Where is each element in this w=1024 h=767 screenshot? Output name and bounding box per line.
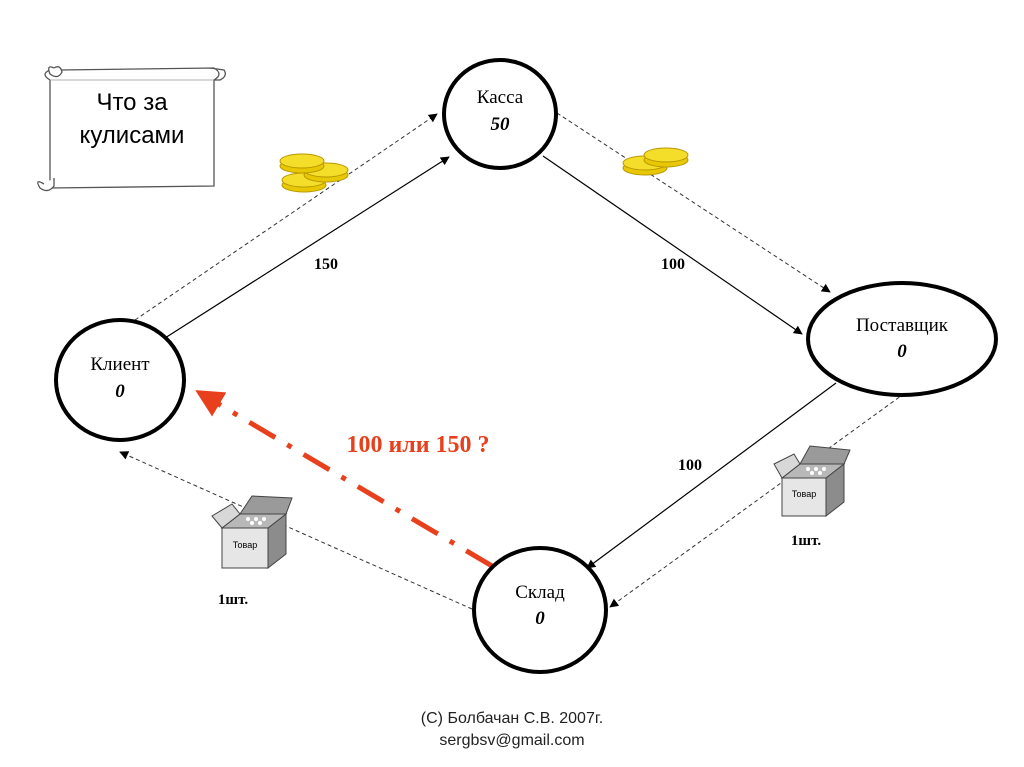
edge-kassa-postavshik [542, 155, 803, 335]
edge-label-kassa-postavshik: 100 [661, 256, 685, 273]
scroll-title-line2: кулисами [80, 122, 185, 149]
node-sklad-title: Склад [515, 582, 565, 603]
footer-email: sergbsv@gmail.com [439, 732, 585, 749]
edge-dashed-postavshik-sklad [609, 392, 906, 608]
box-label: Товар [233, 540, 258, 550]
qty-label-left: 1шт. [218, 592, 248, 608]
edge-label-postavshik-sklad: 100 [678, 457, 702, 474]
node-postavshik-value: 0 [897, 341, 907, 362]
box-label: Товар [792, 489, 817, 499]
box-icon [211, 495, 293, 570]
node-kassa-value: 50 [491, 114, 511, 135]
node-klient-title: Клиент [90, 354, 150, 375]
node-sklad: Склад 0 [472, 546, 608, 674]
qty-label-right: 1шт. [791, 533, 821, 549]
scroll-title-line1: Что за [96, 89, 168, 116]
footer-copyright: (С) Болбачан С.В. 2007г. [420, 710, 604, 727]
node-sklad-value: 0 [535, 608, 545, 629]
box-icon [773, 445, 851, 518]
coins-icon [279, 153, 349, 193]
node-klient: Клиент 0 [54, 318, 186, 442]
node-kassa: Касса 50 [442, 58, 558, 170]
scroll-icon [37, 66, 226, 192]
coins-icon [622, 147, 689, 176]
node-postavshik: Поставщик 0 [806, 281, 998, 397]
edge-klient-kassa [164, 156, 450, 339]
edge-dashed-kassa-postavshik [556, 112, 831, 293]
node-postavshik-title: Поставщик [856, 315, 949, 336]
question-text: 100 или 150 ? [346, 432, 489, 458]
edge-dashed-klient-kassa [134, 113, 438, 321]
edge-label-klient-kassa: 150 [314, 256, 338, 273]
node-klient-value: 0 [115, 381, 125, 402]
edge-postavshik-sklad [586, 382, 837, 569]
edge-dashed-sklad-klient [119, 451, 473, 610]
node-kassa-title: Касса [477, 87, 524, 108]
